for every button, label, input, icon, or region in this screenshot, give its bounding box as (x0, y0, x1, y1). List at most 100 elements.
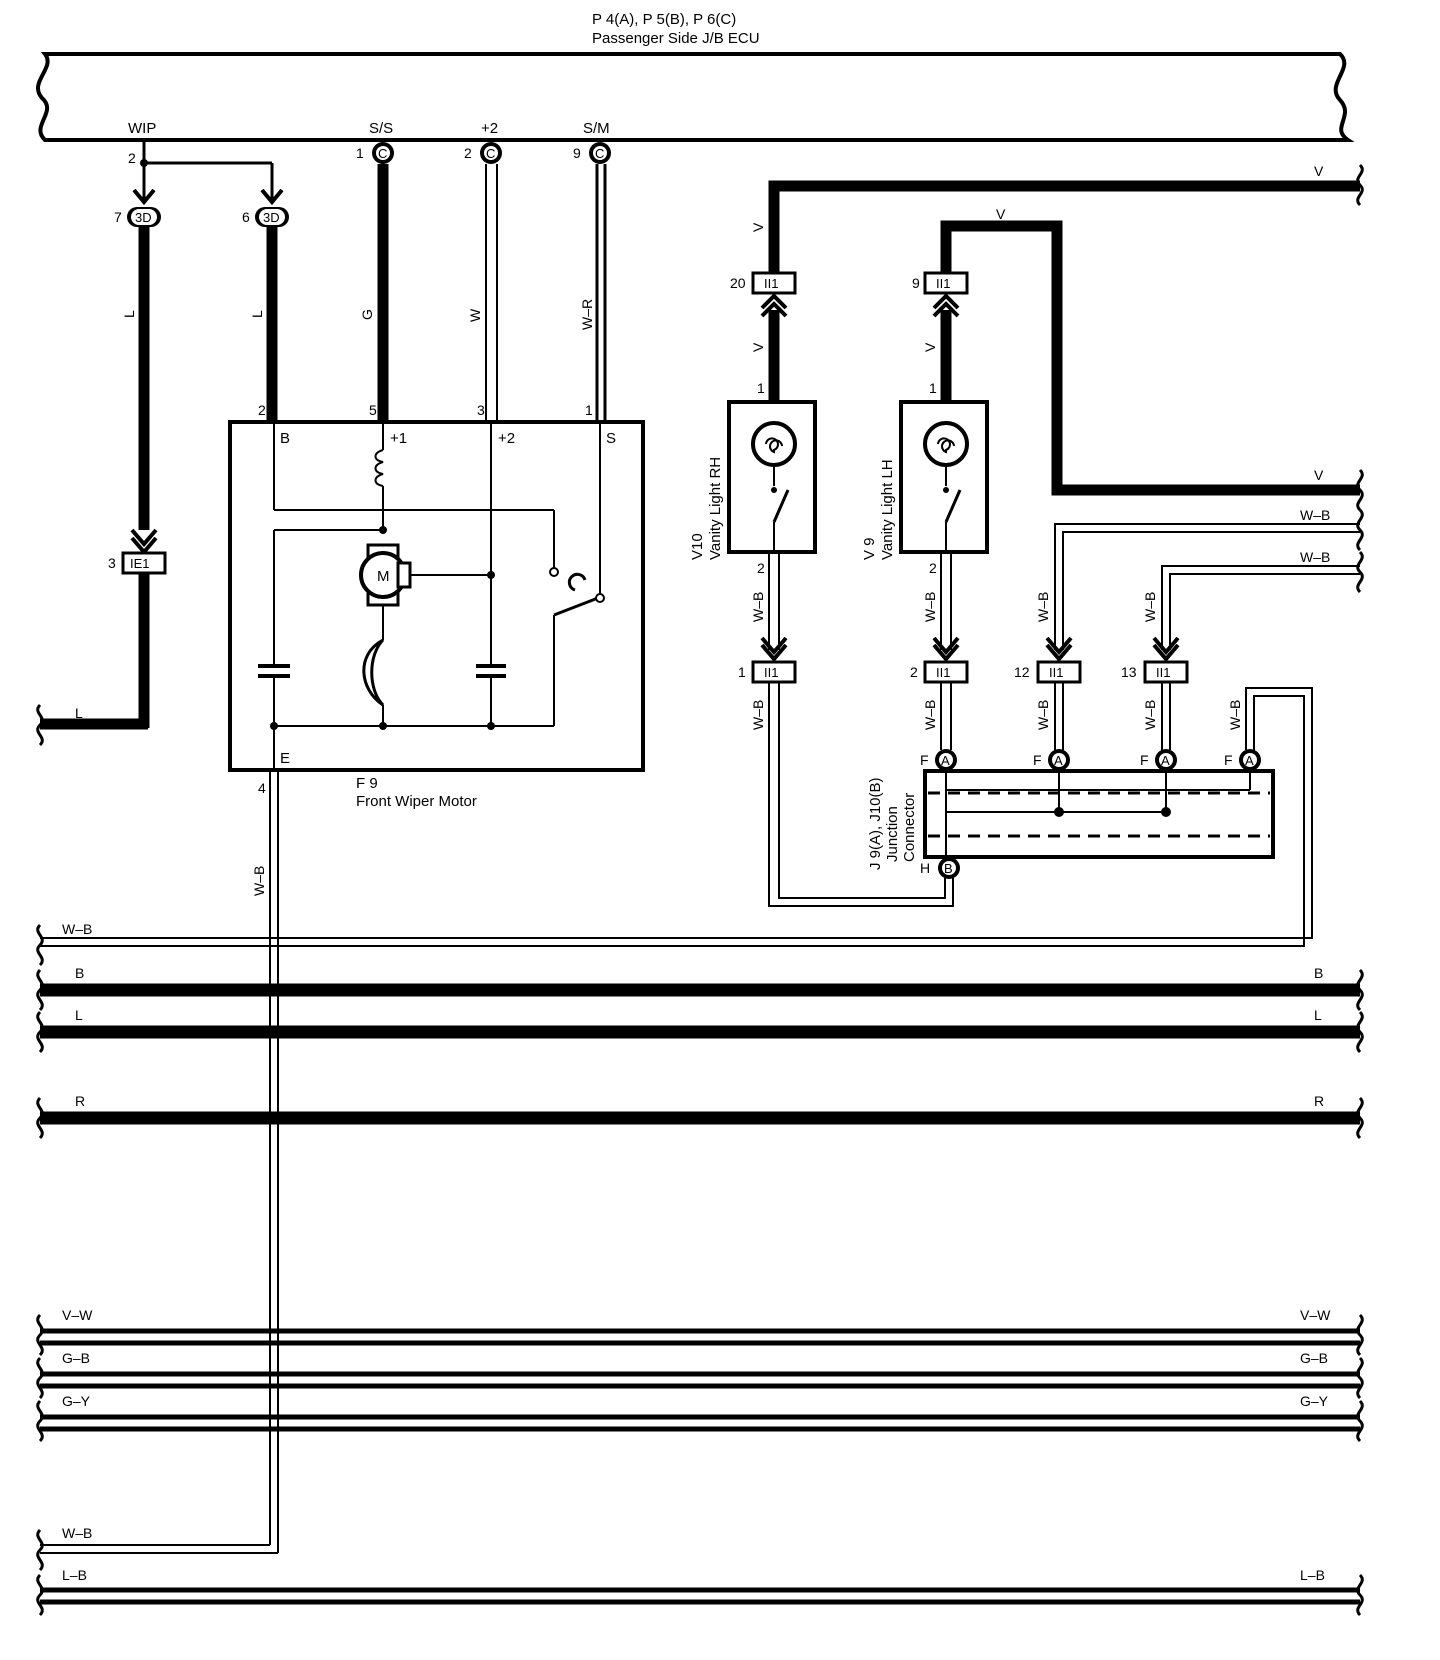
svg-text:H: H (920, 860, 930, 876)
svg-text:F: F (1033, 752, 1042, 768)
svg-text:B: B (944, 861, 953, 876)
junction-name1: Junction (884, 806, 901, 862)
svg-text:7: 7 (114, 209, 122, 225)
junction-id: J 9(A), J10(B) (867, 777, 884, 870)
svg-text:C: C (378, 146, 387, 161)
svg-text:W–B: W–B (1035, 592, 1051, 622)
svg-text:5: 5 (369, 402, 377, 418)
wire-label-v-top: V (1314, 163, 1324, 179)
ecu-terminal-wip: WIP (128, 120, 156, 137)
svg-text:1: 1 (356, 145, 364, 161)
svg-text:W–B: W–B (1300, 549, 1330, 565)
connector-ii1-12: II1 12 (1014, 660, 1082, 684)
bus-left-label-gb: G–B (62, 1350, 90, 1366)
svg-text:W–B: W–B (1142, 592, 1158, 622)
svg-text:V: V (750, 342, 766, 352)
ecu-block: P 4(A), P 5(B), P 6(C) Passenger Side J/… (36, 11, 1355, 142)
ecu-name: Passenger Side J/B ECU (592, 30, 760, 47)
svg-text:S: S (606, 430, 616, 447)
svg-text:1: 1 (757, 380, 765, 396)
wire-label-wb-ground: W–B (251, 866, 267, 896)
ecu-pin-sm: C 9 (573, 142, 611, 164)
wip-branch: 2 3D 7 3D 6 L L IE1 3 (40, 140, 289, 730)
bus-left-label-gy: G–Y (62, 1393, 91, 1409)
vanity-lh-id: V 9 (861, 537, 878, 560)
svg-text:1: 1 (738, 664, 746, 680)
ecu-terminal-sm: S/M (583, 120, 610, 137)
svg-text:9: 9 (573, 145, 581, 161)
svg-text:1: 1 (585, 402, 593, 418)
connector-ie1: IE1 3 (108, 551, 167, 575)
svg-text:W–B: W–B (1300, 507, 1330, 523)
svg-text:1: 1 (929, 380, 937, 396)
svg-text:F: F (1140, 752, 1149, 768)
motor-id: F 9 (356, 775, 378, 792)
wire-label-l-left: L (121, 310, 137, 318)
svg-text:12: 12 (1014, 664, 1030, 680)
svg-text:II1: II1 (936, 276, 950, 291)
ss-plus2-sm-wires: C 1 C 2 C 9 G W W–R 2 5 3 1 (258, 142, 611, 422)
junction-pin-a4: A F (1224, 749, 1261, 771)
junction-name2: Connector (901, 793, 918, 862)
wire-label-g: G (359, 309, 375, 320)
svg-text:W–B: W–B (1035, 700, 1051, 730)
ecu-title: P 4(A), P 5(B), P 6(C) (592, 11, 736, 28)
svg-text:F: F (920, 752, 929, 768)
bus-left-label-lb: L–B (62, 1567, 87, 1583)
vanity-section: V V V V II1 20 II1 9 V V 1 1 (40, 163, 1360, 947)
bus-left-label-wb: W–B (62, 921, 92, 937)
svg-text:F: F (1224, 752, 1233, 768)
bus-left-label-r: R (75, 1093, 85, 1109)
svg-text:V: V (922, 342, 938, 352)
bus-lines: L W–B B L R V–W G–B G–Y W–B L–B B L R V–… (36, 163, 1364, 1617)
svg-text:W–B: W–B (922, 700, 938, 730)
svg-text:2: 2 (757, 560, 765, 576)
svg-text:V: V (996, 206, 1006, 222)
ecu-terminal-plus2: +2 (481, 120, 498, 137)
bus-left-label-wb-bottom: W–B (62, 1525, 92, 1541)
vanity-light-rh: V10 Vanity Light RH (689, 400, 817, 560)
svg-text:20: 20 (730, 275, 746, 291)
svg-text:4: 4 (258, 780, 266, 796)
bus-right-label-vw: V–W (1300, 1307, 1331, 1323)
svg-text:3: 3 (108, 555, 116, 571)
ecu-pin-plus2: C 2 (464, 142, 502, 164)
svg-text:II1: II1 (1049, 665, 1063, 680)
ecu-terminal-ss: S/S (369, 120, 393, 137)
svg-text:3: 3 (477, 402, 485, 418)
wire-label-w: W (467, 308, 483, 322)
wip-pin: 2 (128, 150, 136, 166)
svg-text:2: 2 (464, 145, 472, 161)
svg-text:B: B (280, 430, 290, 447)
bus-left-label-vw: V–W (62, 1307, 93, 1323)
bus-left-label-b: B (75, 965, 84, 981)
bus-left-label-l-top: L (75, 705, 83, 721)
connector-ii1-2: II1 2 (910, 660, 969, 684)
motor-ground-wire: W–B (40, 770, 279, 1554)
svg-text:W–B: W–B (750, 592, 766, 622)
svg-text:IE1: IE1 (130, 556, 150, 571)
svg-text:3D: 3D (263, 210, 280, 225)
svg-text:W–B: W–B (922, 592, 938, 622)
connector-3d-left: 3D 7 (114, 207, 161, 227)
connector-ii1-1: II1 1 (738, 660, 797, 684)
svg-text:+1: +1 (390, 430, 407, 447)
svg-text:A: A (1161, 753, 1170, 768)
svg-text:C: C (595, 146, 604, 161)
svg-text:6: 6 (242, 209, 250, 225)
svg-text:3D: 3D (135, 210, 152, 225)
ecu-pin-ss: C 1 (356, 142, 394, 164)
bus-right-label-b: B (1314, 965, 1323, 981)
motor-symbol: M (359, 543, 412, 607)
svg-text:W–B: W–B (1142, 700, 1158, 730)
bus-right-label-gb: G–B (1300, 1350, 1328, 1366)
svg-text:M: M (377, 568, 390, 585)
vanity-light-lh: V 9 Vanity Light LH (861, 400, 989, 560)
connector-ii1-13: II1 13 (1121, 660, 1189, 684)
bus-right-label-lb: L–B (1300, 1567, 1325, 1583)
svg-text:2: 2 (910, 664, 918, 680)
svg-text:A: A (1054, 753, 1063, 768)
svg-text:II1: II1 (764, 276, 778, 291)
bus-left-label-l: L (75, 1007, 83, 1023)
